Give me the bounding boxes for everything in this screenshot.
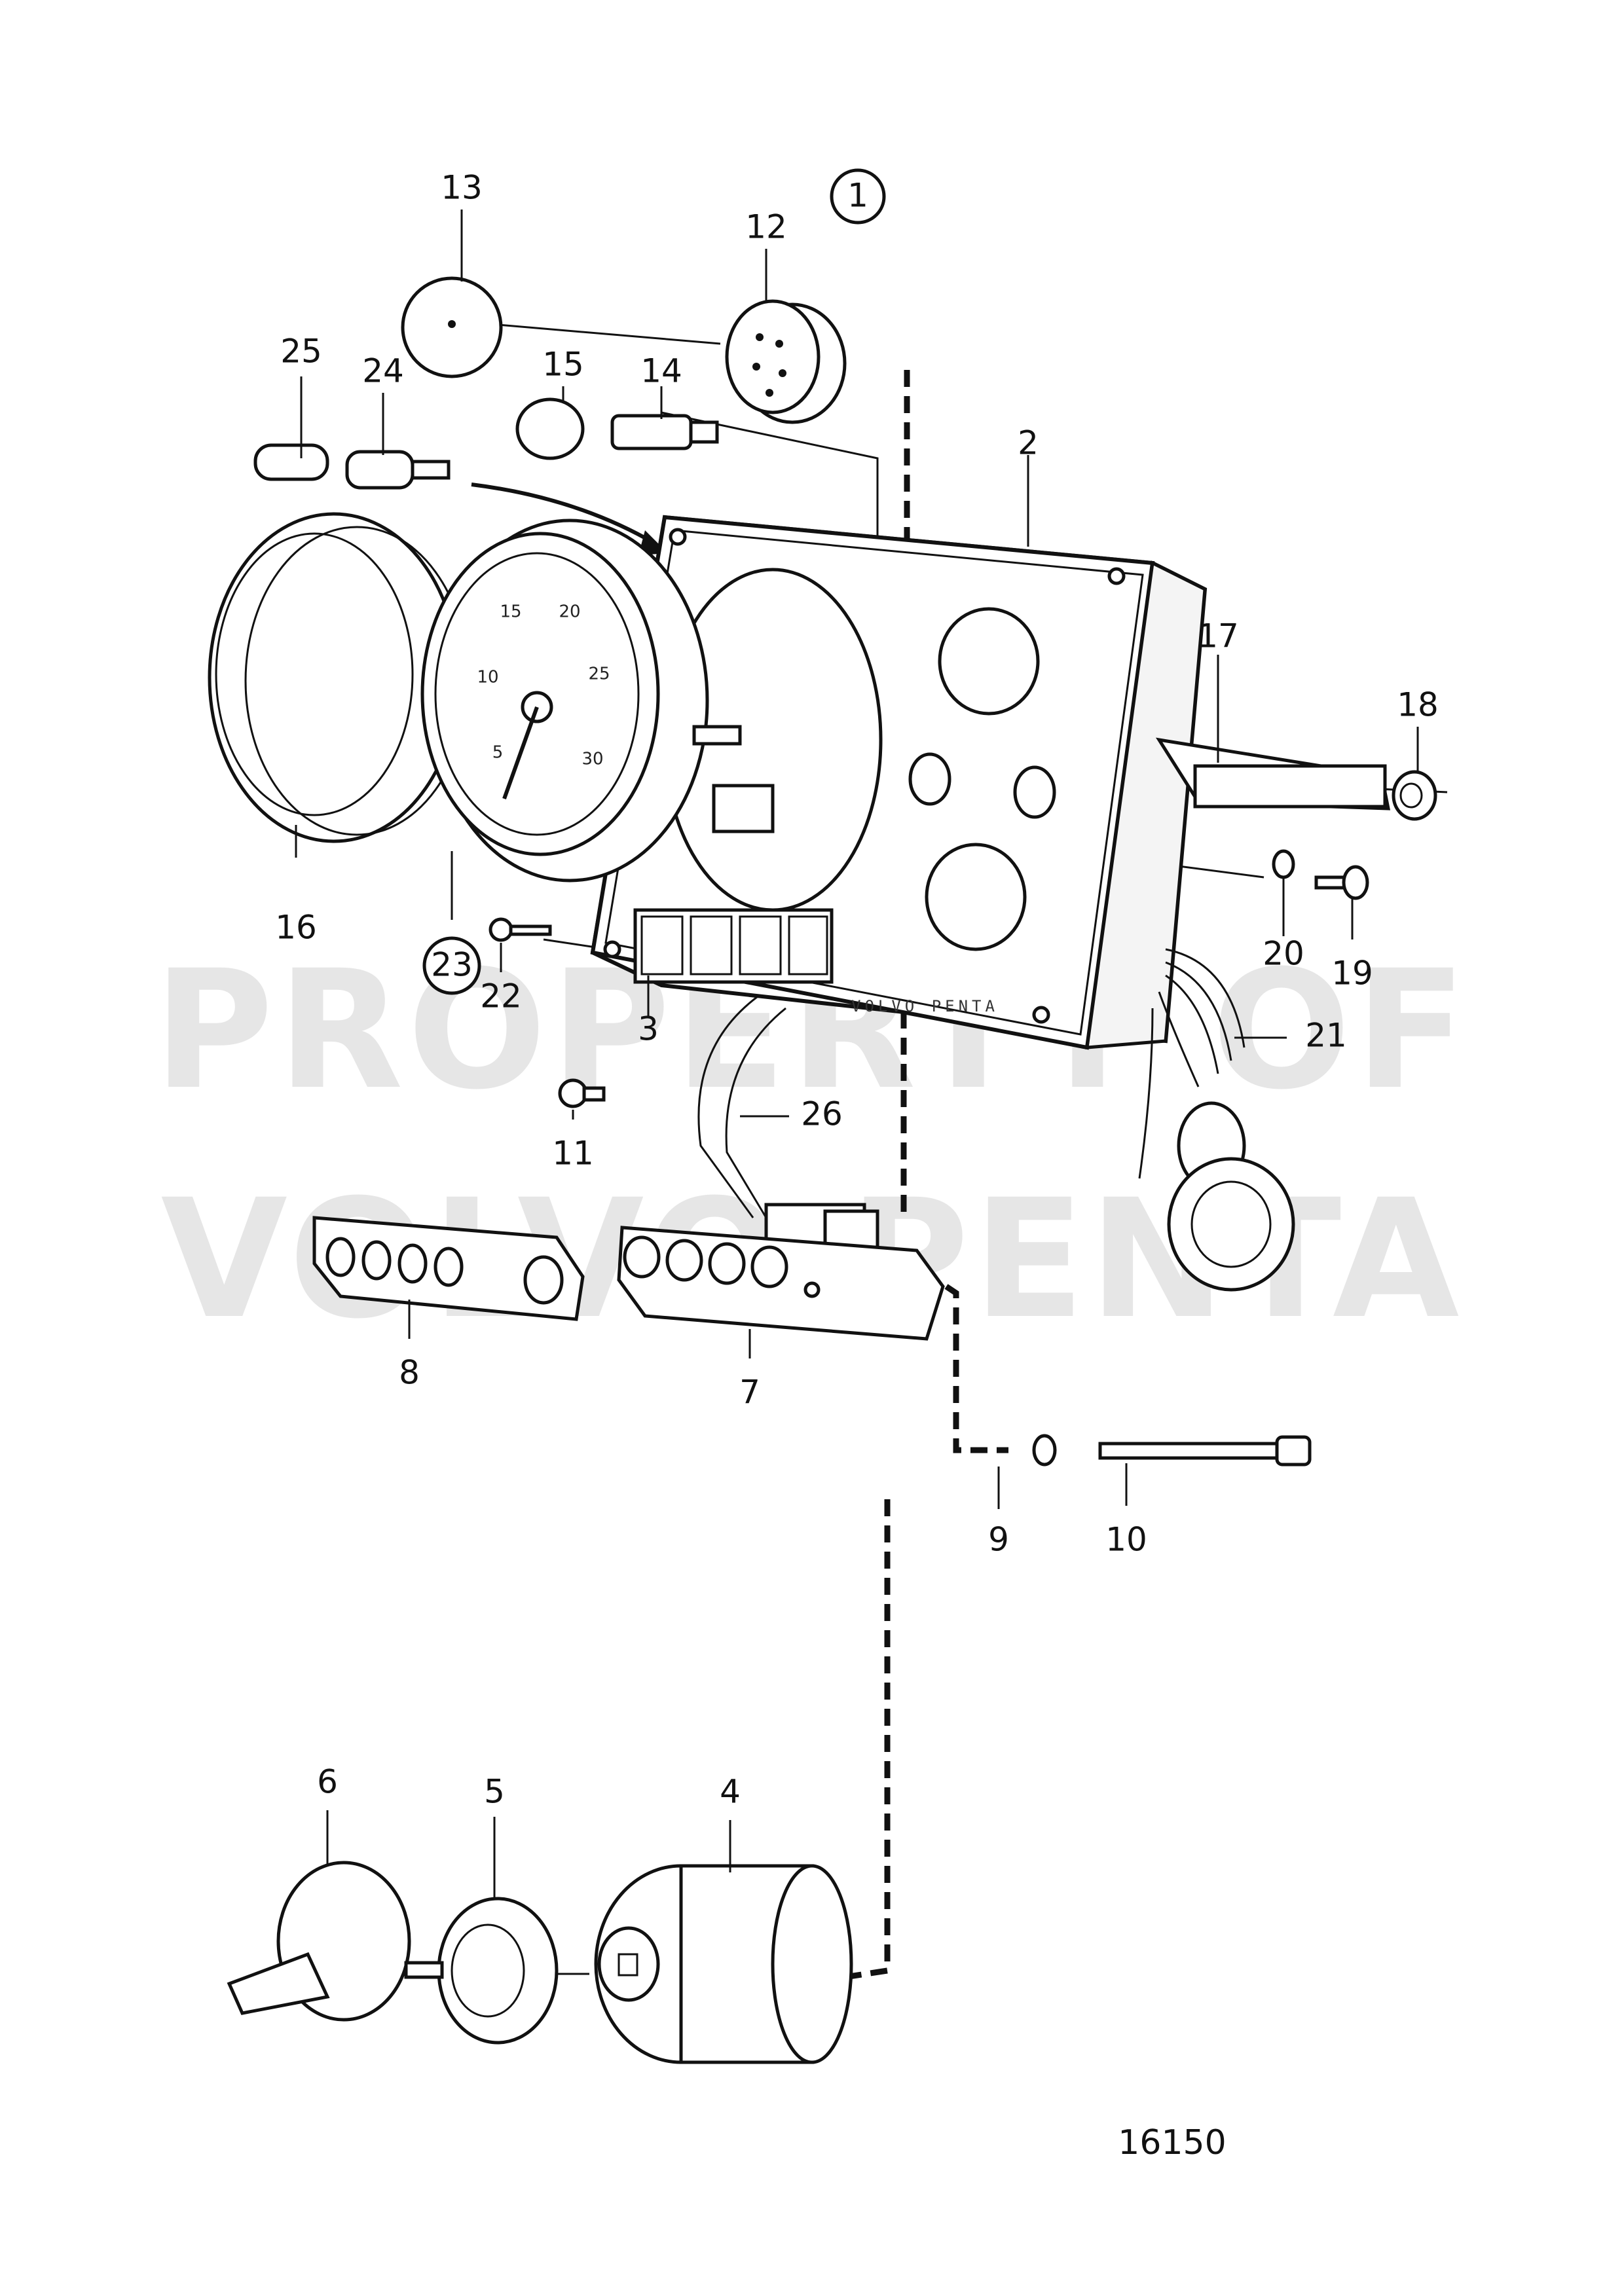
callout-21: 21	[1305, 1017, 1347, 1055]
callout-10: 10	[1105, 1521, 1147, 1559]
callout-5: 5	[484, 1773, 505, 1811]
callout-18: 18	[1397, 686, 1439, 724]
screw-19	[1314, 865, 1369, 900]
callout-12: 12	[745, 208, 787, 246]
cover-cap	[401, 276, 503, 378]
panel-light-switch	[610, 414, 719, 450]
knurled-nut	[1392, 770, 1437, 821]
long-bolt-10	[1098, 1435, 1312, 1467]
callout-26: 26	[801, 1095, 843, 1133]
callout-labels: 1 2 3 4 5 6 7 8 9 10 11 12 13 14 15 16 1…	[275, 168, 1439, 1811]
panel-brand-text: VOLVO PENTA	[851, 997, 999, 1015]
callout-11: 11	[552, 1135, 594, 1173]
callout-16: 16	[275, 909, 317, 947]
callout-13: 13	[441, 169, 483, 207]
callout-4: 4	[720, 1773, 741, 1811]
callout-2: 2	[1018, 424, 1039, 462]
ignition-nut	[437, 1897, 559, 2045]
callout-25: 25	[280, 333, 322, 371]
insert-arrow-line	[471, 483, 656, 545]
callout-15: 15	[542, 346, 584, 384]
callout-17: 17	[1197, 617, 1239, 655]
fuse-holder-7	[617, 1226, 945, 1341]
bulb-holder	[345, 450, 451, 490]
callout-9: 9	[988, 1521, 1009, 1559]
washer	[1272, 849, 1295, 879]
callout-22: 22	[480, 977, 522, 1015]
callout-20: 20	[1263, 935, 1304, 973]
buzzer-horn	[725, 299, 847, 424]
callout-1: 1	[847, 177, 868, 215]
callout-circle-23	[422, 936, 481, 995]
wiring-harness	[1138, 948, 1295, 1292]
dial-label-15: 15	[500, 602, 521, 622]
dial-label-25: 25	[588, 665, 610, 684]
callout-3: 3	[638, 1010, 659, 1048]
assembly-line-screw	[944, 1284, 1008, 1453]
callout-6: 6	[317, 1763, 338, 1801]
leader-lines	[295, 210, 1419, 1899]
screw-22	[489, 917, 552, 942]
switch-knob	[515, 397, 585, 460]
callout-23: 23	[431, 946, 473, 984]
dial-label-30: 30	[581, 750, 603, 769]
ignition-key	[227, 1861, 444, 2022]
washer-9	[1032, 1434, 1057, 1467]
warning-lamp-strip	[633, 908, 834, 984]
callout-8: 8	[399, 1354, 420, 1392]
dial-label-20: 20	[559, 602, 580, 622]
bulb	[253, 443, 329, 481]
lamp-11	[558, 1078, 606, 1108]
callout-24: 24	[362, 352, 404, 390]
callout-19: 19	[1331, 955, 1373, 993]
dial-label-10: 10	[477, 668, 498, 687]
ignition-switch	[594, 1864, 853, 2064]
switch-panel-8	[312, 1216, 585, 1321]
mounting-bracket	[1155, 737, 1391, 811]
figure-number: 16150	[1118, 2123, 1226, 2162]
callout-circle-1	[830, 168, 886, 225]
dial-label-5: 5	[492, 743, 504, 763]
assembly-line-ignition	[844, 1499, 891, 1980]
callout-14: 14	[640, 352, 682, 390]
callout-7: 7	[739, 1374, 760, 1412]
tachometer-gauge: 5 10 15 20 25 30	[420, 519, 775, 883]
